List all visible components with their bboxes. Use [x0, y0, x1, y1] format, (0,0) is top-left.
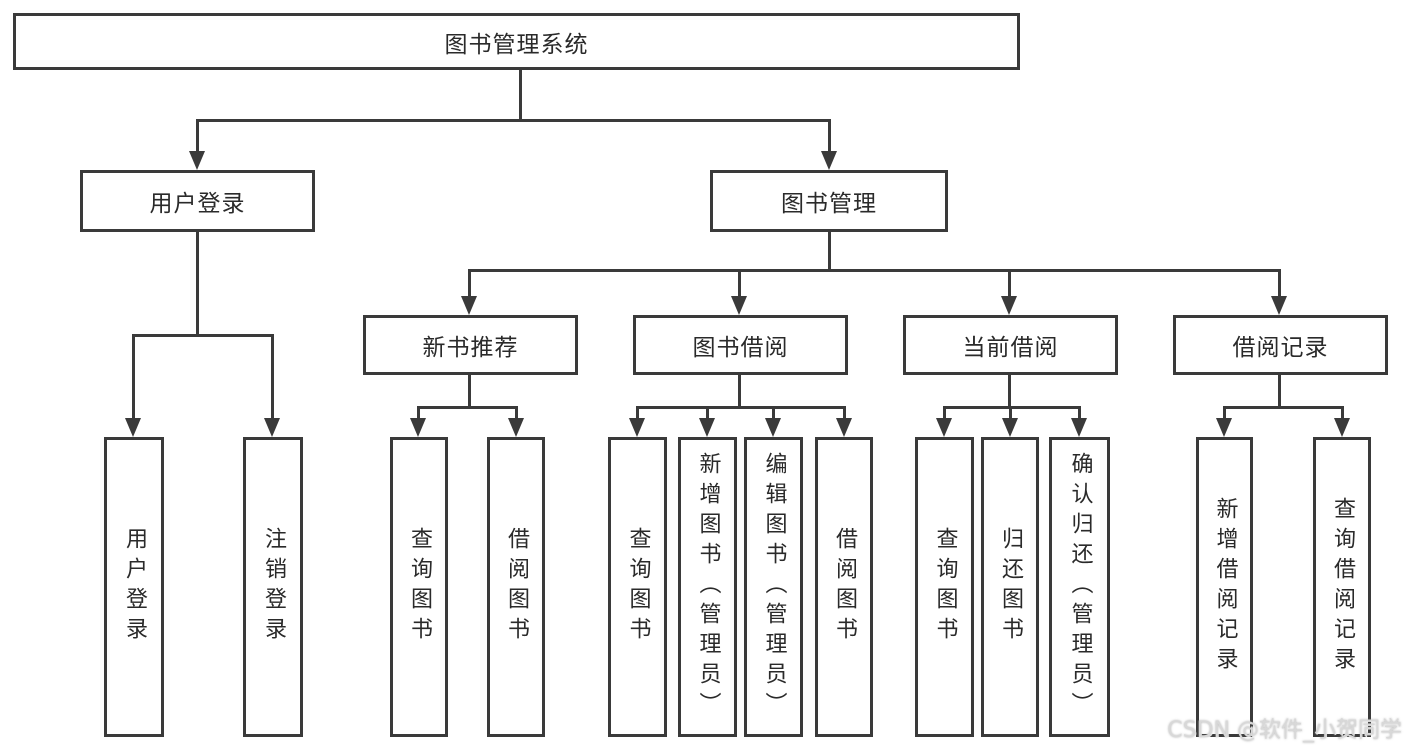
leaf-label: 归还图书 — [998, 527, 1023, 647]
arrowhead-down-icon — [1334, 418, 1350, 437]
connector-line — [943, 406, 1081, 409]
leaf-label: 查询图书 — [625, 527, 651, 647]
node-book-management: 图书管理 — [710, 170, 948, 232]
arrowhead-down-icon — [1216, 418, 1232, 437]
arrowhead-down-icon — [821, 151, 837, 170]
arrowhead-down-icon — [1002, 418, 1018, 437]
connector-line — [417, 406, 518, 409]
arrowhead-down-icon — [836, 418, 852, 437]
arrowhead-down-icon — [699, 418, 715, 437]
connector-line — [1223, 406, 1226, 420]
node-label: 借阅记录 — [1232, 335, 1329, 361]
leaf-borrow-books-recommend: 借阅图书 — [487, 437, 545, 737]
connector-line — [196, 231, 199, 335]
arrowhead-down-icon — [264, 418, 280, 437]
connector-line — [1278, 374, 1281, 409]
connector-line — [828, 231, 831, 272]
csdn-watermark: CSDN @软件_小贺同学 — [1167, 718, 1402, 743]
connector-line — [271, 334, 274, 420]
connector-line — [1008, 269, 1011, 298]
node-label: 当前借阅 — [962, 335, 1059, 361]
connector-line — [636, 406, 846, 409]
connector-line — [1078, 406, 1081, 420]
connector-line — [519, 70, 522, 120]
node-library-management-system: 图书管理系统 — [13, 13, 1020, 70]
arrowhead-down-icon — [629, 418, 645, 437]
leaf-logout: 注销登录 — [243, 437, 303, 737]
leaf-label: 新增借阅记录 — [1212, 497, 1238, 677]
node-user-login: 用户登录 — [80, 170, 315, 232]
node-borrowing-records: 借阅记录 — [1173, 315, 1388, 375]
node-label: 用户登录 — [149, 191, 246, 217]
connector-line — [417, 406, 420, 420]
connector-line — [1278, 269, 1281, 298]
connector-line — [738, 269, 741, 298]
connector-line — [515, 406, 518, 420]
leaf-label: 确认归还（管理员） — [1067, 452, 1093, 722]
arrowhead-down-icon — [125, 418, 141, 437]
connector-line — [468, 269, 1281, 272]
leaf-add-book-admin: 新增图书（管理员） — [678, 437, 737, 737]
connector-line — [706, 406, 709, 420]
connector-line — [1008, 374, 1011, 409]
leaf-add-borrow-record: 新增借阅记录 — [1196, 437, 1253, 737]
leaf-search-books-borrow: 查询图书 — [608, 437, 667, 737]
arrowhead-down-icon — [410, 418, 426, 437]
arrowhead-down-icon — [508, 418, 524, 437]
leaf-borrow-books: 借阅图书 — [815, 437, 873, 737]
leaf-label: 借阅图书 — [504, 527, 529, 647]
node-book-borrowing: 图书借阅 — [633, 315, 848, 375]
connector-line — [468, 269, 471, 298]
arrowhead-down-icon — [1001, 296, 1017, 315]
arrowhead-down-icon — [1071, 418, 1087, 437]
node-new-book-recommendation: 新书推荐 — [363, 315, 578, 375]
leaf-label: 查询图书 — [407, 527, 432, 647]
leaf-search-books-recommend: 查询图书 — [390, 437, 448, 737]
connector-line — [636, 406, 639, 420]
connector-line — [1223, 406, 1344, 409]
connector-line — [772, 406, 775, 420]
connector-line — [132, 334, 274, 337]
arrowhead-down-icon — [189, 151, 205, 170]
leaf-edit-book-admin: 编辑图书（管理员） — [744, 437, 803, 737]
connector-line — [468, 374, 471, 409]
leaf-search-books-current: 查询图书 — [915, 437, 974, 737]
connector-line — [943, 406, 946, 420]
node-label: 新书推荐 — [422, 335, 519, 361]
node-label: 图书借阅 — [692, 335, 789, 361]
leaf-label: 编辑图书（管理员） — [761, 452, 787, 722]
node-label: 图书管理系统 — [444, 31, 589, 58]
leaf-label: 借阅图书 — [832, 527, 857, 647]
connector-line — [196, 119, 831, 122]
arrowhead-down-icon — [461, 296, 477, 315]
arrowhead-down-icon — [731, 296, 747, 315]
connector-line — [843, 406, 846, 420]
leaf-confirm-return-admin: 确认归还（管理员） — [1049, 437, 1110, 737]
leaf-return-books: 归还图书 — [981, 437, 1039, 737]
leaf-user-login: 用户登录 — [104, 437, 164, 737]
arrowhead-down-icon — [936, 418, 952, 437]
leaf-label: 注销登录 — [261, 527, 286, 647]
leaf-search-borrow-record: 查询借阅记录 — [1313, 437, 1371, 737]
connector-line — [828, 119, 831, 154]
connector-line — [196, 119, 199, 154]
connector-line — [1009, 406, 1012, 420]
connector-line — [132, 334, 135, 420]
node-current-borrowing: 当前借阅 — [903, 315, 1118, 375]
leaf-label: 新增图书（管理员） — [695, 452, 721, 722]
leaf-label: 查询借阅记录 — [1330, 497, 1355, 677]
node-label: 图书管理 — [781, 191, 877, 217]
leaf-label: 查询图书 — [932, 527, 958, 647]
leaf-label: 用户登录 — [122, 527, 147, 647]
arrowhead-down-icon — [765, 418, 781, 437]
connector-line — [738, 374, 741, 409]
arrowhead-down-icon — [1271, 296, 1287, 315]
connector-line — [1341, 406, 1344, 420]
